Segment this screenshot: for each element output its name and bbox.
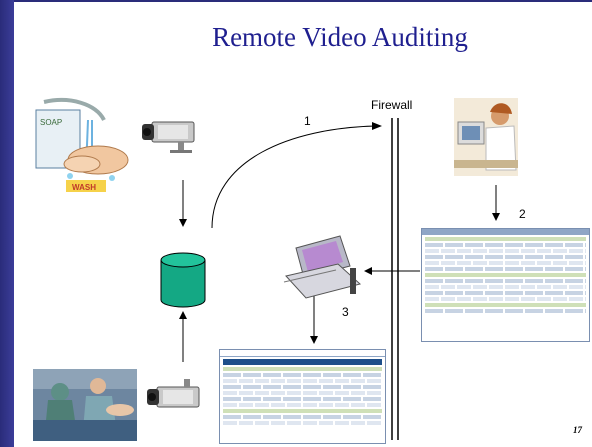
- audit-report-right: [421, 228, 590, 342]
- step-1-label: 1: [304, 114, 311, 128]
- step-2-label: 2: [519, 207, 526, 221]
- auditor-photo: [454, 98, 518, 176]
- step-3-label: 3: [342, 305, 349, 319]
- slide-title: Remote Video Auditing: [212, 22, 468, 52]
- database-icon: [160, 252, 206, 308]
- arrow-1-head: [372, 122, 382, 130]
- operating-room-photo: [33, 369, 137, 441]
- audit-report-bottom: [219, 349, 386, 444]
- security-camera-bottom-icon: [147, 379, 200, 408]
- handwashing-clipart: SOAP WASH: [35, 98, 129, 192]
- arrow-1-curve: [211, 125, 377, 229]
- svg-text:WASH: WASH: [72, 183, 96, 192]
- page-number: 17: [573, 425, 582, 435]
- firewall-label: Firewall: [371, 98, 413, 112]
- security-camera-top-icon: [142, 121, 195, 153]
- top-accent-line: [14, 0, 592, 2]
- left-accent-bar: [0, 0, 14, 447]
- svg-text:SOAP: SOAP: [40, 118, 62, 127]
- computer-clipart: [283, 235, 362, 299]
- firewall-wall: [391, 118, 399, 440]
